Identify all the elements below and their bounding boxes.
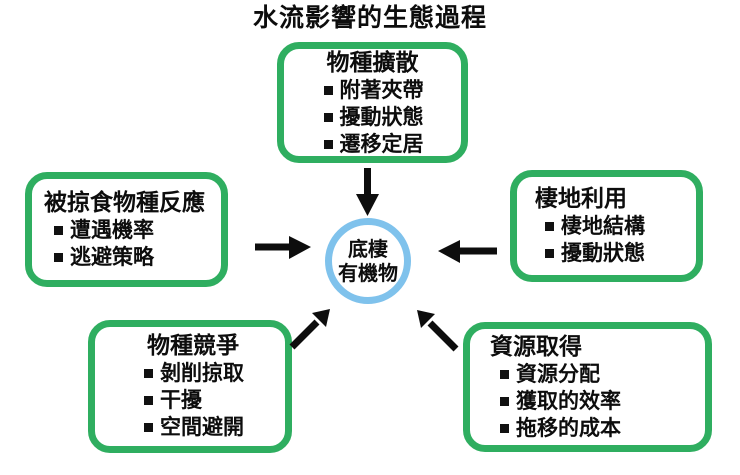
list-item: 剝削掠取 xyxy=(144,360,244,387)
node-list-resource: 資源分配 獲取的效率 拖移的成本 xyxy=(500,361,621,442)
list-item-label: 逃避策略 xyxy=(70,244,154,269)
square-bullet-icon xyxy=(545,222,554,231)
list-item: 獲取的效率 xyxy=(500,388,621,415)
center-node-benthic-organic-matter[interactable]: 底棲 有機物 xyxy=(325,218,411,304)
node-title-habitat-use: 棲地利用 xyxy=(535,186,627,212)
list-item-label: 擾動狀態 xyxy=(561,241,645,265)
node-box-resource[interactable]: 資源取得 資源分配 獲取的效率 拖移的成本 xyxy=(463,322,712,452)
square-bullet-icon xyxy=(144,369,153,378)
arrow-competition-to-center xyxy=(289,309,330,350)
node-title-dispersal: 物種擴散 xyxy=(326,50,419,76)
list-item: 遷移定居 xyxy=(323,131,424,158)
center-node-line-1: 底棲 xyxy=(348,237,388,261)
list-item: 拖移的成本 xyxy=(500,415,621,442)
square-bullet-icon xyxy=(545,249,554,258)
square-bullet-icon xyxy=(54,252,63,262)
square-bullet-icon xyxy=(54,225,63,235)
list-item-label: 棲地結構 xyxy=(561,214,645,238)
node-title-resource: 資源取得 xyxy=(490,333,582,360)
list-item-label: 擾動狀態 xyxy=(339,105,424,129)
list-item-label: 遷移定居 xyxy=(339,132,424,156)
node-box-habitat-use[interactable]: 棲地利用 棲地結構 擾動狀態 xyxy=(510,170,703,282)
list-item: 棲地結構 xyxy=(545,213,645,240)
arrow-habitat-use-to-center xyxy=(438,240,497,263)
list-item: 附著夾帶 xyxy=(323,77,424,104)
node-title-prey-response: 被掠食物種反應 xyxy=(44,189,205,216)
list-item-label: 剝削掠取 xyxy=(160,361,244,385)
center-node-line-2: 有機物 xyxy=(338,261,398,285)
list-item-label: 拖移的成本 xyxy=(516,415,621,440)
node-box-competition[interactable]: 物種競爭 剝削掠取 干擾 空間避開 xyxy=(88,320,292,453)
node-list-habitat-use: 棲地結構 擾動狀態 xyxy=(545,213,645,267)
list-item: 擾動狀態 xyxy=(545,240,645,267)
list-item-label: 資源分配 xyxy=(516,361,600,386)
list-item-label: 獲取的效率 xyxy=(516,388,621,413)
square-bullet-icon xyxy=(323,140,333,149)
node-box-prey-response[interactable]: 被掠食物種反應 遭遇機率 逃避策略 xyxy=(25,172,228,287)
list-item: 空間避開 xyxy=(144,414,244,441)
arrow-prey-response-to-center xyxy=(255,236,311,259)
node-box-dispersal[interactable]: 物種擴散 附著夾帶 擾動狀態 遷移定居 xyxy=(277,42,468,163)
square-bullet-icon xyxy=(500,423,509,433)
square-bullet-icon xyxy=(323,113,333,122)
list-item: 擾動狀態 xyxy=(323,104,424,131)
square-bullet-icon xyxy=(144,396,153,405)
list-item-label: 遭遇機率 xyxy=(70,217,154,242)
list-item: 干擾 xyxy=(144,387,244,414)
square-bullet-icon xyxy=(144,423,153,432)
node-list-competition: 剝削掠取 干擾 空間避開 xyxy=(144,360,244,441)
list-item: 資源分配 xyxy=(500,361,621,388)
square-bullet-icon xyxy=(323,86,333,95)
node-list-dispersal: 附著夾帶 擾動狀態 遷移定居 xyxy=(323,77,424,158)
list-item: 遭遇機率 xyxy=(54,217,154,244)
node-list-prey-response: 遭遇機率 逃避策略 xyxy=(54,217,154,271)
arrow-resource-to-center xyxy=(417,310,459,352)
node-title-competition: 物種競爭 xyxy=(147,333,239,359)
list-item: 逃避策略 xyxy=(54,244,154,271)
list-item-label: 干擾 xyxy=(160,388,202,412)
square-bullet-icon xyxy=(500,369,509,379)
page-title: 水流影響的生態過程 xyxy=(252,3,487,32)
list-item-label: 附著夾帶 xyxy=(339,78,424,102)
square-bullet-icon xyxy=(500,396,509,406)
arrow-dispersal-to-center xyxy=(356,168,379,216)
list-item-label: 空間避開 xyxy=(160,415,244,439)
